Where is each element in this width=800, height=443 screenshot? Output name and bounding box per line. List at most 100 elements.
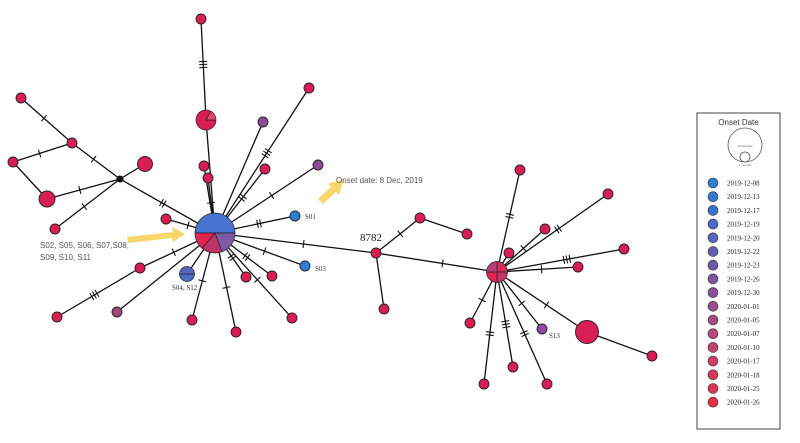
legend-label-7: 2019-12-26 [727, 275, 760, 283]
hub2-wedge-3 [486, 271, 498, 283]
mutation-tick-h2-f5-1 [565, 255, 569, 264]
edge-h2-g3 [496, 271, 548, 385]
mutation-tick-h2-g6-0 [478, 297, 486, 303]
hub-wedge-red [194, 232, 216, 249]
node-g3 [541, 378, 553, 390]
hub2-wedge-2 [496, 271, 508, 283]
edge-h2-g4 [496, 271, 514, 368]
node-b3 [66, 137, 78, 149]
legend-label-9: 2020-01-01 [727, 303, 760, 311]
hub-wedge-blue [194, 212, 236, 234]
node-g4 [507, 361, 519, 373]
node-e2 [461, 228, 473, 240]
mutation-tick-c1-c2-2 [89, 292, 95, 301]
node-c1 [134, 262, 146, 274]
mutation-tick-hub-s01-1 [259, 219, 262, 228]
node-t1b-wedge-minor [205, 110, 217, 121]
edge-j-b6 [46, 178, 121, 200]
edge-j-b3 [71, 142, 121, 180]
node-b6 [38, 190, 56, 208]
legend-swatch-8 [707, 287, 719, 298]
legend-label-16: 2020-01-26 [727, 399, 760, 407]
node-s01 [289, 210, 301, 222]
label-s01: S01 [305, 213, 316, 221]
edge-hub-c3 [116, 232, 216, 313]
edge-b3-b4 [12, 142, 73, 163]
arrow-onset [318, 179, 344, 204]
node-b4 [7, 156, 19, 168]
node-c7 [266, 270, 278, 282]
hub2-wedge-1 [496, 261, 508, 273]
mutation-tick-hub-s03-0 [262, 247, 267, 256]
edge-n87-e1 [375, 217, 421, 254]
mutation-tick-hub-a2-2 [264, 148, 272, 154]
mutation-tick-h2-f1-1 [505, 213, 515, 216]
node-c2 [51, 311, 63, 323]
node-c3 [111, 306, 123, 318]
legend-title: Onset Date [718, 118, 759, 127]
legend-label-15: 2020-01-25 [727, 385, 760, 393]
annotation-arrows [127, 179, 344, 243]
legend-swatch-4 [707, 232, 719, 244]
mutation-tick-hub-j-1 [158, 198, 164, 207]
label-main-group-2: S09, S10, S11 [40, 253, 92, 262]
label-s13: S13 [549, 332, 560, 340]
mutation-tick-hub-c5-0 [222, 286, 231, 289]
node-t1 [195, 13, 207, 25]
node-a5 [259, 163, 271, 175]
legend-label-11: 2020-01-07 [727, 330, 760, 338]
node-c4 [186, 314, 198, 326]
legend-swatch-6 [707, 259, 719, 271]
node-f4 [602, 188, 614, 200]
node-f6 [572, 261, 584, 273]
label-onset: Onset date: 8 Dec, 2019 [336, 176, 423, 185]
edge-n87-h2 [375, 252, 498, 273]
mutation-tick-hub-c7-0 [242, 252, 249, 260]
mutation-tick-h2-g3-1 [521, 332, 529, 338]
edge-h2-f1 [496, 169, 521, 273]
legend-swatch-9 [707, 300, 719, 312]
legend-swatch-10 [707, 314, 719, 326]
node-c6 [286, 312, 298, 324]
edge-h2-f5 [496, 248, 625, 273]
node-b1 [160, 213, 172, 225]
legend-swatch-11 [707, 328, 719, 340]
node-c5 [230, 326, 242, 338]
legend-label-2: 2019-12-17 [727, 207, 760, 215]
node-f1 [514, 164, 526, 176]
legend-entries: 2019-12-082019-12-132019-12-172019-12-19… [707, 177, 760, 408]
edge-t1b-t1 [200, 18, 207, 121]
edge-c1-c2 [56, 267, 141, 318]
mutation-tick-n87-e1-0 [397, 230, 404, 238]
edge-h2-g1 [496, 271, 588, 333]
mutation-tick-hub-a5-1 [239, 193, 247, 200]
legend-swatch-7 [707, 273, 719, 285]
mutation-tick-hub-a6-0 [207, 201, 216, 204]
mutation-tick-b3-b4-0 [37, 149, 42, 158]
legend-size-small-label: 1 sample [739, 163, 752, 167]
mutation-tick-hub-c4-0 [198, 279, 207, 283]
mutation-tick-h2-g4-0 [501, 320, 510, 323]
node-g1 [575, 320, 599, 344]
legend-swatch-0 [707, 177, 719, 189]
mutation-tick-h2-s13-0 [518, 300, 526, 307]
edge-n87-e3 [375, 252, 385, 310]
mutation-tick-h2-g5-0 [485, 331, 495, 334]
node-e3 [378, 303, 390, 315]
node-b7 [49, 223, 61, 235]
mutation-tick-hub-b1-0 [186, 221, 190, 230]
mutation-tick-j-b3-0 [90, 155, 97, 163]
network-nodes [7, 13, 658, 390]
node-g5 [478, 378, 490, 390]
mutation-tick-h2-g3-0 [520, 330, 528, 335]
mutation-tick-h2-f3-0 [520, 245, 527, 252]
mutation-tick-j-b7-0 [81, 202, 88, 211]
edge-j-b7 [54, 178, 121, 230]
mutation-tick-h2-g1-0 [543, 301, 550, 309]
legend-label-5: 2019-12-22 [727, 248, 760, 256]
edge-h2-g5 [483, 271, 498, 385]
node-g6 [464, 317, 476, 329]
mutation-tick-h2-f4-0 [554, 226, 560, 234]
node-e1 [414, 212, 426, 224]
legend-label-3: 2019-12-19 [727, 221, 760, 229]
